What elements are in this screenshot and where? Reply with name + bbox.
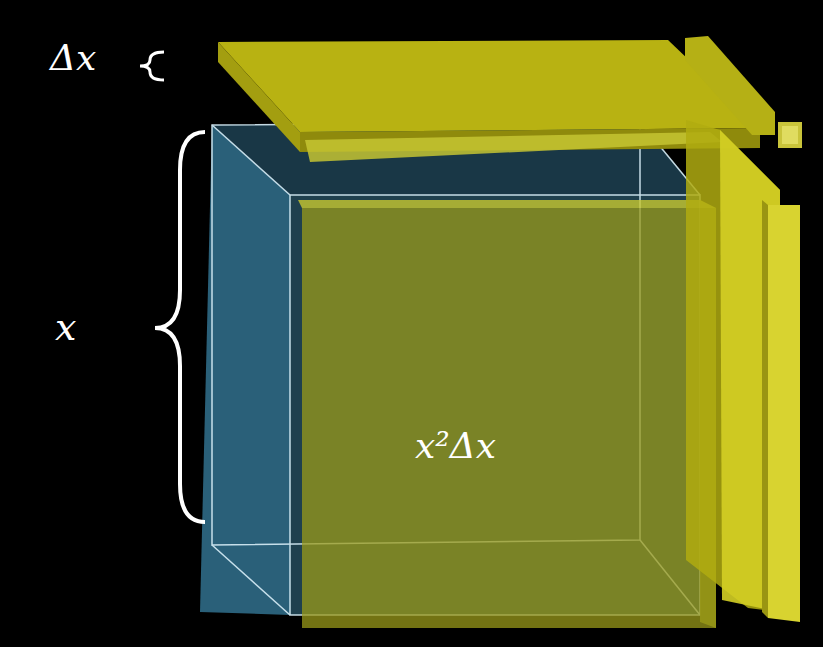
tiny-cube xyxy=(778,122,802,148)
top-slab xyxy=(218,40,760,132)
dimension-label: Δx xyxy=(50,40,96,76)
cube-left-face xyxy=(200,125,290,615)
front-slab xyxy=(302,208,716,628)
x-brace xyxy=(155,132,205,522)
top-slab-side xyxy=(218,42,300,152)
corner-bar xyxy=(685,36,775,135)
dx-brace xyxy=(140,52,164,80)
dimension-label: x xyxy=(55,308,76,346)
volume-label: x²Δx xyxy=(415,428,496,464)
front-slab-top xyxy=(298,200,716,208)
right-bar xyxy=(768,205,800,622)
right-bar-side xyxy=(762,200,768,618)
tiny-cube-face xyxy=(782,126,798,144)
top-edge-bar xyxy=(305,132,722,162)
